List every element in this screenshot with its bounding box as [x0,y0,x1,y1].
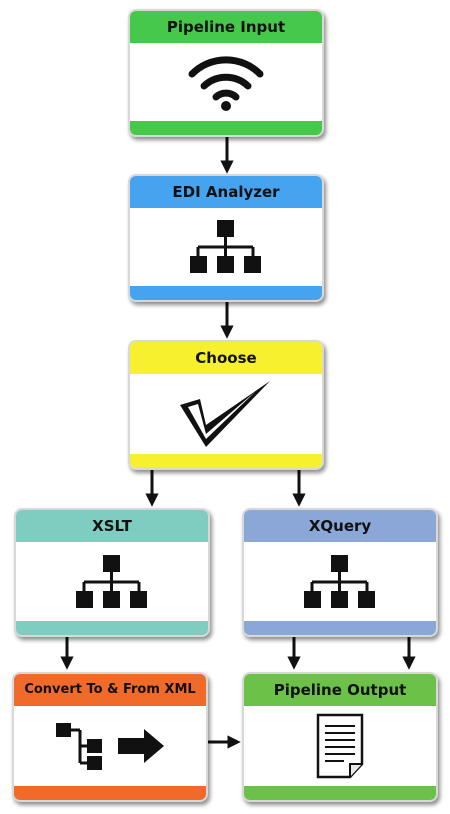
node-choose[interactable]: Choose [128,340,324,470]
hierarchy-icon [76,554,147,608]
node-pipeline-input[interactable]: Pipeline Input [128,9,324,137]
node-pipeline-output[interactable]: Pipeline Output [242,672,438,802]
hierarchy-icon [190,220,261,273]
node-title: Choose [130,342,322,374]
checkmark-icon [180,381,270,447]
document-icon [316,713,364,779]
node-title: Pipeline Input [130,11,322,43]
node-title: XQuery [244,510,436,542]
wifi-icon [188,56,264,111]
node-title: XSLT [16,510,208,542]
hierarchy-icon [304,554,375,608]
node-title: Convert To & From XML [14,674,206,706]
node-title: EDI Analyzer [130,176,322,208]
node-edi-analyzer[interactable]: EDI Analyzer [128,174,324,302]
node-xquery[interactable]: XQuery [242,508,438,637]
node-title: Pipeline Output [244,674,436,706]
node-convert-xml[interactable]: Convert To & From XML [12,672,208,802]
node-xslt[interactable]: XSLT [14,508,210,637]
tree-convert-icon [56,723,164,770]
